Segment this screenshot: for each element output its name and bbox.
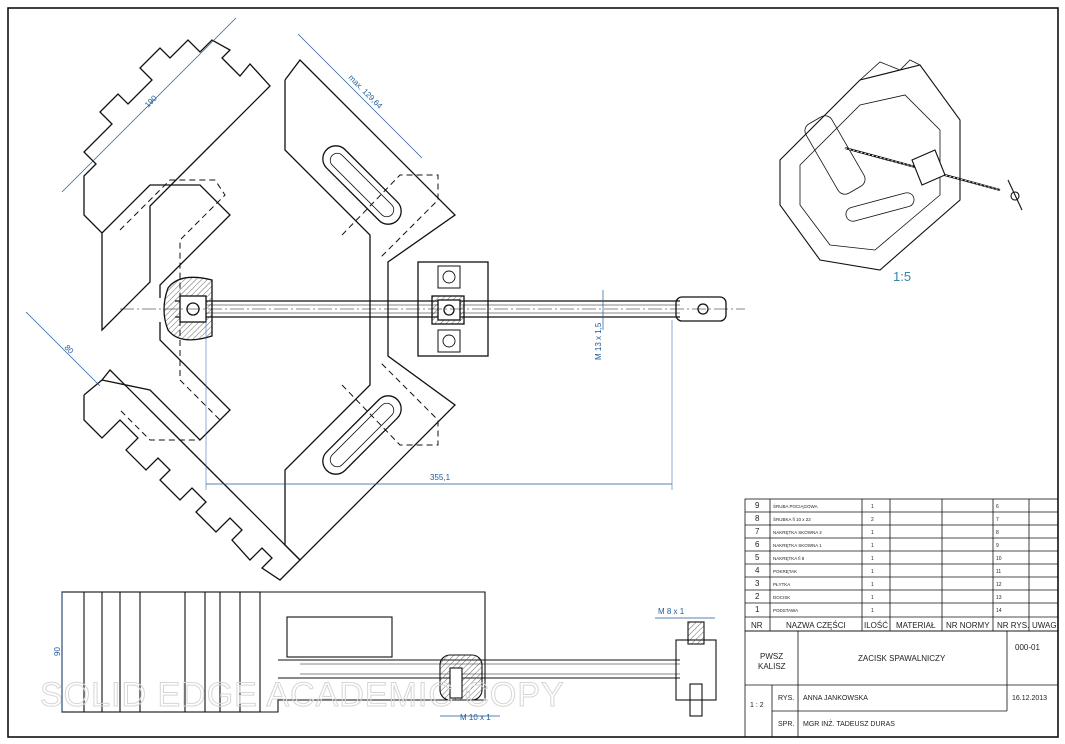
dim-thread: M 13 x 1,5 xyxy=(594,322,603,360)
part-row-code: 9 xyxy=(996,543,999,549)
part-row-code: 10 xyxy=(996,556,1002,562)
part-row-code: 14 xyxy=(996,608,1002,614)
upper-jaw-outline xyxy=(83,39,271,332)
part-row-nr: 7 xyxy=(755,527,760,536)
watermark: SOLID EDGE ACADEMIC COPY xyxy=(40,676,565,714)
part-row-qty: 1 xyxy=(871,543,874,549)
parts-list xyxy=(744,498,1059,632)
main-view xyxy=(83,39,745,581)
block-nut-top xyxy=(437,265,461,289)
bottom-view xyxy=(61,591,717,717)
dim-90: 90 xyxy=(53,647,62,656)
header-notes: UWAGI xyxy=(1032,621,1059,630)
school-line1: PWSZ xyxy=(760,652,783,661)
part-row-qty: 1 xyxy=(871,582,874,588)
part-row-code: 11 xyxy=(996,569,1001,575)
part-row-code: 7 xyxy=(996,517,999,523)
hidden-line-lower xyxy=(119,320,221,441)
part-row-nr: 9 xyxy=(755,501,760,510)
part-row-qty: 1 xyxy=(871,504,874,510)
part-row-code: 8 xyxy=(996,530,999,536)
header-nr: NR xyxy=(751,621,763,630)
slot-upper xyxy=(322,145,402,225)
part-row-name: DOCISK xyxy=(773,595,790,600)
header-drawing: NR RYS. xyxy=(997,621,1029,630)
part-row-nr: 2 xyxy=(755,592,760,601)
part-row-name: POKRĘTAK xyxy=(773,569,797,574)
drawn-name: ANNA JANKOWSKA xyxy=(803,695,868,702)
part-row-name: NAKRĘTKA SKOWNA 2 xyxy=(773,530,822,535)
drawing-number: 000-01 xyxy=(1015,643,1040,652)
part-row-code: 6 xyxy=(996,504,999,510)
dim-m8: M 8 x 1 xyxy=(658,607,685,616)
dim-80: 80 xyxy=(63,343,76,356)
part-row-qty: 1 xyxy=(871,595,874,601)
checked-name: MGR INŻ. TADEUSZ DURAS xyxy=(803,719,895,728)
part-row-name: NAKRĘTKA SKOWNA 1 xyxy=(773,543,822,548)
block-nut-bottom xyxy=(437,329,461,353)
dim-max: max. 129,64 xyxy=(347,73,385,111)
part-row-name: NAKRĘTKA fi 8 xyxy=(773,556,805,561)
slot-lower xyxy=(322,395,402,475)
hidden-line-upper xyxy=(119,179,226,300)
part-row-name: PODSTAWA xyxy=(773,608,798,613)
header-name: NAZWA CZĘŚCI xyxy=(786,621,846,630)
part-row-code: 12 xyxy=(996,582,1002,588)
part-row-qty: 1 xyxy=(871,569,874,575)
isometric-view xyxy=(779,59,1023,271)
main-view-dimensions xyxy=(25,17,673,490)
isometric-scale: 1:5 xyxy=(893,269,911,284)
part-row-code: 13 xyxy=(996,595,1002,601)
sheet-border xyxy=(7,7,1059,738)
hidden-line-right-upper xyxy=(341,174,439,259)
bottom-view-dimensions xyxy=(61,592,715,717)
dim-m10: M 10 x 1 xyxy=(460,713,491,722)
lower-jaw-outline xyxy=(83,369,301,581)
school-line2: KALISZ xyxy=(758,662,786,671)
scale-value: 1 : 2 xyxy=(750,702,764,709)
drawing-title: ZACISK SPAWALNICZY xyxy=(858,654,946,663)
part-row-nr: 1 xyxy=(755,605,760,614)
hidden-line-right-lower xyxy=(341,361,439,446)
checked-label: SPR. xyxy=(778,721,794,728)
title-block xyxy=(744,630,1059,738)
part-row-qty: 1 xyxy=(871,556,874,562)
part-row-nr: 4 xyxy=(755,566,760,575)
dim-190: 190 xyxy=(143,93,159,109)
drawn-date: 16.12.2013 xyxy=(1012,695,1047,702)
dim-355: 355,1 xyxy=(430,473,451,482)
header-qty: ILOŚĆ xyxy=(864,621,888,630)
part-row-name: ŚRUBKA fi 10 x 22 xyxy=(773,515,811,522)
drawn-label: RYS. xyxy=(778,695,794,702)
inner-frame-upper xyxy=(101,184,231,298)
part-row-nr: 8 xyxy=(755,514,760,523)
header-material: MATERIAŁ xyxy=(896,621,936,630)
part-row-nr: 5 xyxy=(755,553,760,562)
header-norm: NR NORMY xyxy=(946,621,990,630)
part-row-qty: 2 xyxy=(871,517,874,523)
part-row-nr: 3 xyxy=(755,579,760,588)
part-row-name: PŁYTKA xyxy=(773,582,790,587)
right-jaw-outline xyxy=(284,59,457,561)
part-row-nr: 6 xyxy=(755,540,760,549)
part-row-qty: 1 xyxy=(871,608,874,614)
part-row-qty: 1 xyxy=(871,530,874,536)
part-row-name: ŚRUBA POCIĄGOWA xyxy=(773,502,818,509)
